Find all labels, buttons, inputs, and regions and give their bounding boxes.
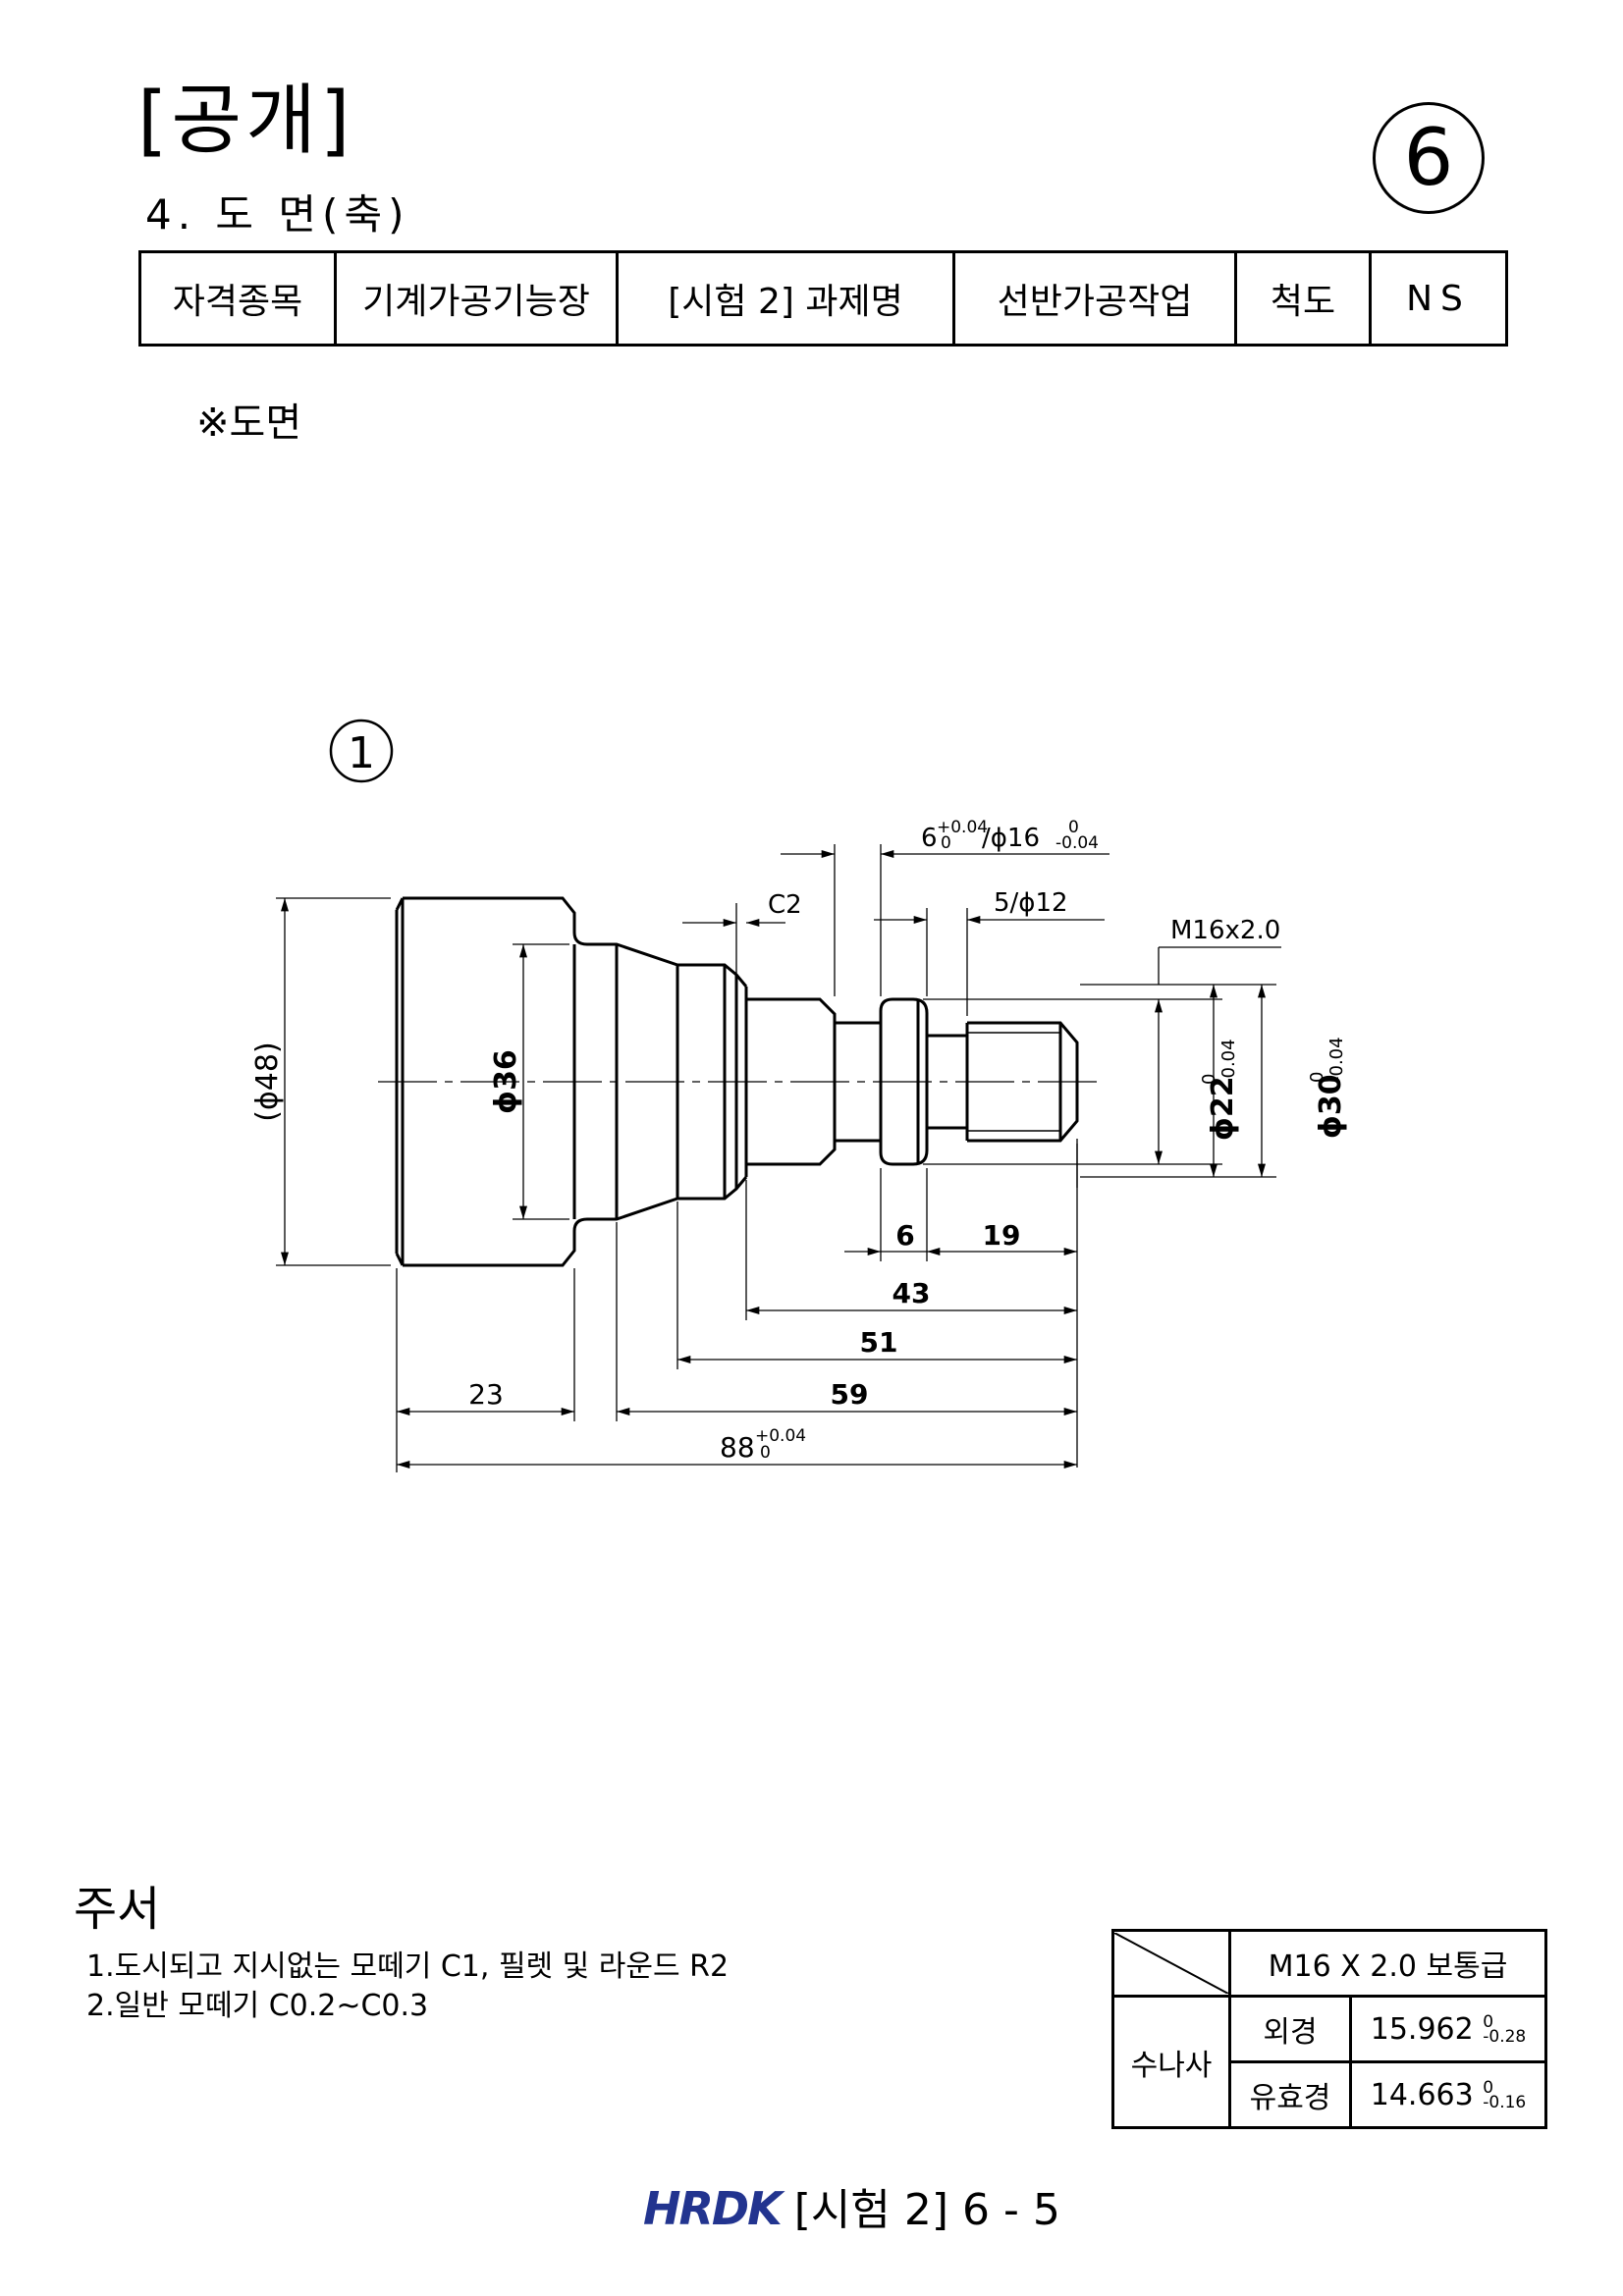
drawing-subtitle: ※도면	[196, 400, 302, 446]
thread-pitch-cell: 14.663 0 -0.16	[1349, 2060, 1547, 2129]
note-item: 1.도시되고 지시없는 모떼기 C1, 필렛 및 라운드 R2	[86, 1949, 730, 1984]
thread-pitch-label: 유효경	[1228, 2060, 1352, 2129]
thread-pitch-value: 14.663	[1370, 2077, 1474, 2112]
note-item: 2.일반 모떼기 C0.2~C0.3	[86, 1989, 429, 2023]
dim-groove-top: 6	[921, 824, 938, 853]
dim-d30-tol-upper: 0	[1307, 1072, 1327, 1083]
dim-groove-top-tol-upper: +0.04	[937, 818, 988, 837]
dim-groove-top-group: 6 +0.04 0 /ϕ16 0 -0.04	[921, 818, 1099, 853]
dim-groove-top-tol-lower: 0	[941, 833, 951, 853]
dim-l51: 51	[860, 1326, 898, 1359]
dim-l43: 43	[893, 1277, 931, 1309]
thread-pitch-tol-upper: 0	[1483, 2078, 1494, 2098]
dim-d22-tol-upper: 0	[1199, 1074, 1219, 1085]
dim-d48: (ϕ48)	[250, 1041, 285, 1121]
info-label-task: [시험 2] 과제명	[616, 250, 955, 347]
dim-l19: 19	[983, 1219, 1021, 1252]
notes-heading: 주서	[74, 1882, 161, 1937]
info-value-field: 기계가공기능장	[334, 250, 619, 347]
dim-l59: 59	[831, 1378, 869, 1411]
dim-d22-group: ϕ22 0 -0.04	[1199, 1039, 1240, 1141]
dim-l6: 6	[895, 1219, 914, 1252]
dim-l88-group: 88 +0.04 0	[720, 1426, 806, 1464]
hrdk-logo: HRDK	[643, 2182, 783, 2235]
info-value-task: 선반가공작업	[952, 250, 1237, 347]
thread-table-header: M16 X 2.0 보통급	[1228, 1929, 1547, 1998]
sheet-number-badge: 6	[1373, 102, 1485, 214]
dim-groove-diam-tol-lower: -0.04	[1055, 833, 1099, 853]
dim-groove-diam-tol-upper: 0	[1068, 818, 1079, 837]
shaft-drawing: 1	[250, 719, 1348, 1472]
shaft-outline	[395, 896, 1079, 1267]
dim-l23: 23	[468, 1378, 504, 1411]
extension-lines	[276, 844, 1276, 1472]
dim-l88-tol-lower: 0	[760, 1443, 771, 1463]
page-number: [시험 2] 6 - 5	[793, 2185, 1060, 2235]
page-title: [공개]	[137, 77, 354, 165]
dim-thread: M16x2.0	[1170, 916, 1280, 945]
dim-d22-tol-lower: -0.04	[1218, 1039, 1239, 1085]
thread-outer-tol-lower: -0.28	[1483, 2027, 1527, 2047]
dim-d30: ϕ30	[1314, 1074, 1348, 1139]
info-label-scale: 척도	[1234, 250, 1372, 347]
dim-l88-tol-upper: +0.04	[755, 1426, 806, 1446]
thread-outer-cell: 15.962 0 -0.28	[1349, 1995, 1547, 2063]
dim-groove-top-diam: /ϕ16	[982, 824, 1040, 853]
thread-outer-label: 외경	[1228, 1995, 1352, 2063]
dim-d36: ϕ36	[489, 1049, 523, 1114]
thread-row-label: 수나사	[1111, 1995, 1231, 2129]
part-number-text: 1	[348, 728, 375, 778]
info-table: 자격종목 기계가공기능장 [시험 2] 과제명 선반가공작업 척도 NS	[138, 250, 1508, 347]
info-value-scale: NS	[1369, 250, 1508, 347]
dim-d30-group: ϕ30 0 -0.04	[1307, 1037, 1348, 1139]
info-label-field: 자격종목	[138, 250, 337, 347]
thread-outer-value: 15.962	[1370, 2011, 1474, 2047]
dimension-lines	[281, 850, 1281, 1468]
page-footer: HRDK [시험 2] 6 - 5	[643, 2174, 1060, 2237]
dim-l88: 88	[720, 1431, 755, 1464]
dim-c2: C2	[768, 890, 802, 920]
dim-relief: 5/ϕ12	[994, 888, 1068, 918]
dim-d22: ϕ22	[1206, 1076, 1240, 1141]
part-number-badge: 1	[329, 719, 394, 783]
thread-table: M16 X 2.0 보통급 수나사 외경 15.962 0 -0.28 유효경 …	[1111, 1929, 1547, 2129]
dim-d30-tol-lower: -0.04	[1326, 1037, 1347, 1083]
section-title: 4. 도 면(축)	[145, 190, 410, 239]
thread-table-corner	[1111, 1929, 1231, 1998]
thread-pitch-tol-lower: -0.16	[1483, 2093, 1527, 2112]
diagonal-slash	[1114, 1933, 1228, 1994]
thread-outer-tol-upper: 0	[1483, 2012, 1494, 2032]
